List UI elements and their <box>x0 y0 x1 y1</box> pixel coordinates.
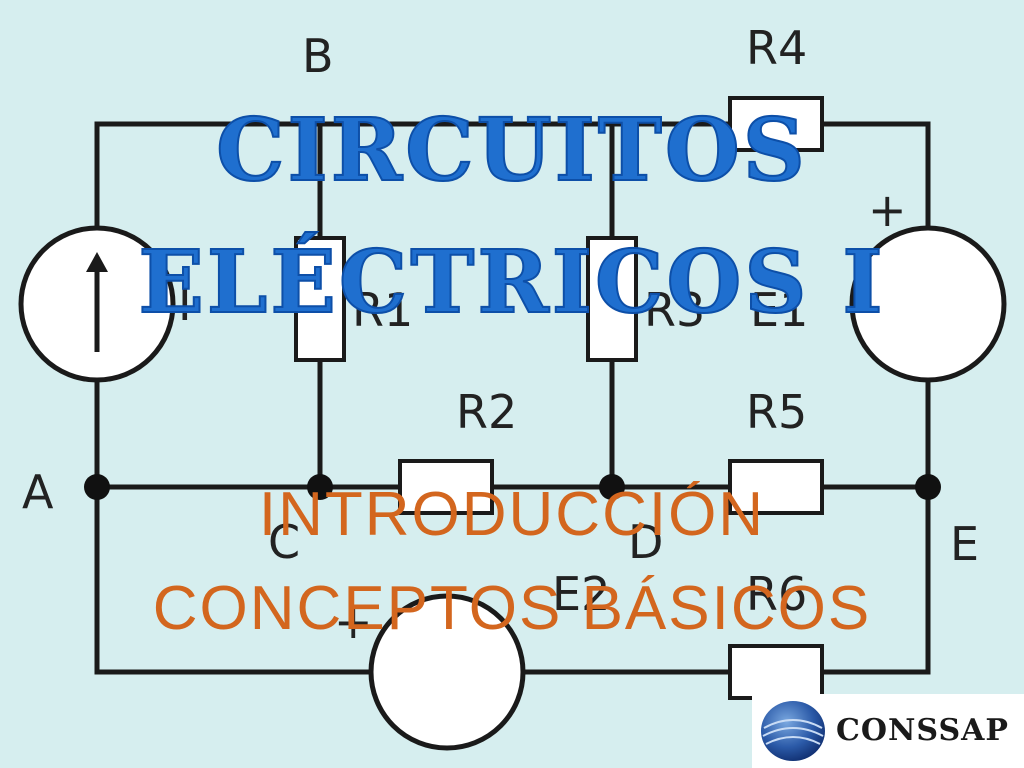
resistor-r5 <box>728 459 824 515</box>
label-d: D <box>628 515 663 569</box>
slide-title-line-1: CIRCUITOS <box>215 100 808 201</box>
label-e1: E1 <box>750 283 808 337</box>
slide-subtitle-line-2: CONCEPTOS BÁSICOS <box>152 574 872 643</box>
resistor-r6 <box>728 644 824 700</box>
label-e2: E2 <box>552 567 610 621</box>
label-a: A <box>22 465 54 519</box>
label-r3: R3 <box>644 283 705 337</box>
label-r2: R2 <box>456 385 517 439</box>
voltage-source-e1 <box>849 225 1007 383</box>
conssap-logo: CONSSAP <box>752 694 1024 768</box>
node-d <box>599 474 625 500</box>
label-b: B <box>302 29 334 83</box>
resistor-r1 <box>294 236 346 362</box>
label-i: I <box>178 277 192 331</box>
label-r6: R6 <box>746 567 807 621</box>
resistor-r3 <box>586 236 638 362</box>
label-r1: R1 <box>352 283 413 337</box>
label-c: C <box>268 515 300 569</box>
node-e <box>915 474 941 500</box>
voltage-source-e2 <box>368 593 526 751</box>
globe-logo-icon <box>761 701 825 761</box>
slide-subtitle-line-1: INTRODUCCIÓN <box>258 480 766 549</box>
resistor-r2 <box>398 459 494 515</box>
node-c <box>307 474 333 500</box>
label-plus-e1: + <box>868 183 907 237</box>
slide-title-line-2: ELÉCTRICOS I <box>137 232 886 333</box>
label-e: E <box>950 517 979 571</box>
label-r4: R4 <box>746 21 807 75</box>
resistor-r4 <box>728 96 824 152</box>
label-r5: R5 <box>746 385 807 439</box>
node-a <box>84 474 110 500</box>
label-plus-e2: + <box>334 595 373 649</box>
current-arrowhead-icon <box>86 252 108 272</box>
logo-text: CONSSAP <box>836 713 1009 748</box>
